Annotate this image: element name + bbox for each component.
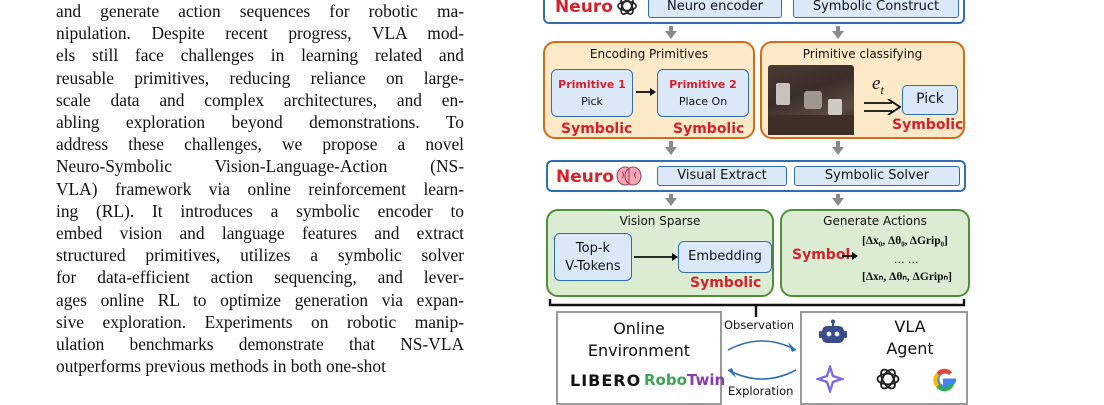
text-line: reusable primitives, reducing reliance o… (56, 67, 464, 88)
robot-scene-image (768, 65, 854, 135)
topk-tokens-box: Top-k V-Tokens (554, 233, 632, 281)
arrow-right-icon (842, 252, 858, 260)
text-line: embed vision and language features and e… (56, 223, 464, 244)
openai-icon (874, 365, 902, 397)
brain-icon (616, 164, 642, 192)
text-line: for data-efficient action sequencing, an… (56, 267, 464, 288)
robot-icon (818, 319, 848, 353)
down-arrow-icon (832, 147, 844, 155)
generate-actions-panel: Generate Actions Symbol [Δx₀, Δθ₀, ΔGrip… (780, 209, 970, 297)
arrow-right-icon (634, 253, 678, 261)
text-line: abling exploration beyond demonstrations… (56, 112, 464, 133)
vla-agent-box: VLA Agent (800, 311, 968, 405)
action-dots: ... ... (894, 253, 919, 266)
text-line: els still face challenges in learning re… (56, 45, 464, 66)
primitive-2-box: Primitive 2 Place On (657, 69, 749, 117)
double-arrow-icon (864, 99, 902, 115)
neuro-encoder-bar: Neuro Neuro encoder Symbolic Construct (543, 0, 965, 24)
panel-title: Vision Sparse (619, 214, 701, 228)
embedding-box: Embedding (678, 241, 772, 273)
et-label: et (872, 73, 884, 97)
down-arrow-icon (665, 147, 677, 155)
panel-title: Generate Actions (823, 214, 927, 228)
down-arrow-icon (832, 31, 844, 39)
down-arrow-icon (665, 31, 677, 39)
vision-sparse-panel: Vision Sparse Top-k V-Tokens Embedding S… (546, 209, 774, 297)
text-line: VLA) framework via online reinforcement … (56, 178, 464, 199)
openai-icon (615, 0, 639, 22)
encoding-primitives-panel: Encoding Primitives Primitive 1 Pick Pri… (543, 41, 755, 139)
exploration-label: Exploration (728, 384, 794, 398)
text-line: scale data and complex architectures, an… (56, 89, 464, 110)
abstract-text: and generate action sequences for roboti… (56, 0, 464, 377)
google-icon (930, 365, 960, 399)
arrow-right-icon (636, 88, 656, 96)
primitive-1-box: Primitive 1 Pick (551, 69, 633, 117)
text-line: sive exploration. Experiments on robotic… (56, 311, 464, 332)
neuro-encoder-box: Neuro encoder (648, 0, 782, 18)
primitive-classifying-panel: Primitive classifying et Pick Symbolic (760, 41, 965, 139)
neuro-label: Neuro (556, 167, 614, 187)
text-line: and generate action sequences for roboti… (56, 1, 464, 21)
panel-title: Primitive classifying (802, 47, 923, 61)
pick-box: Pick (902, 85, 958, 115)
libero-logo: LIBERO (570, 371, 642, 390)
symbolic-construct-box: Symbolic Construct (793, 0, 959, 18)
text-line: address these challenges, we propose a n… (56, 134, 464, 155)
online-environment-box: Online Environment LIBERO RoboTwin (556, 311, 726, 405)
panel-title: Encoding Primitives (589, 47, 709, 61)
text-line: structured primitives, utilizes a symbol… (56, 245, 464, 266)
action-row-n: [Δxₙ, Δθₙ, ΔGripₙ] (862, 271, 952, 283)
action-row-0: [Δx₀, Δθ₀, ΔGrip₀] (862, 235, 948, 247)
neuro-solver-bar: Neuro Visual Extract Symbolic Solver (546, 160, 966, 192)
text-line: outperforms previous methods in both one… (56, 356, 386, 377)
neuro-label: Neuro (555, 0, 613, 17)
text-line: nipulation. Despite recent progress, VLA… (56, 23, 464, 44)
visual-extract-box: Visual Extract (657, 166, 787, 186)
text-line: Neuro-Symbolic Vision-Language-Action (N… (56, 156, 464, 177)
observation-label: Observation (724, 318, 795, 332)
loop-arrows (727, 340, 797, 380)
gemini-star-icon (814, 363, 846, 397)
text-line: ulation benchmarks demonstrate that NS-V… (56, 334, 464, 355)
text-line: ages online RL to optimize generation vi… (56, 289, 464, 310)
text-line: ing (RL). It introduces a symbolic encod… (56, 200, 464, 221)
down-arrow-icon (832, 198, 844, 206)
robotwin-logo: RoboTwin (644, 371, 726, 389)
down-arrow-icon (665, 198, 677, 206)
brace-connector (548, 299, 966, 317)
symbolic-solver-box: Symbolic Solver (794, 166, 960, 186)
